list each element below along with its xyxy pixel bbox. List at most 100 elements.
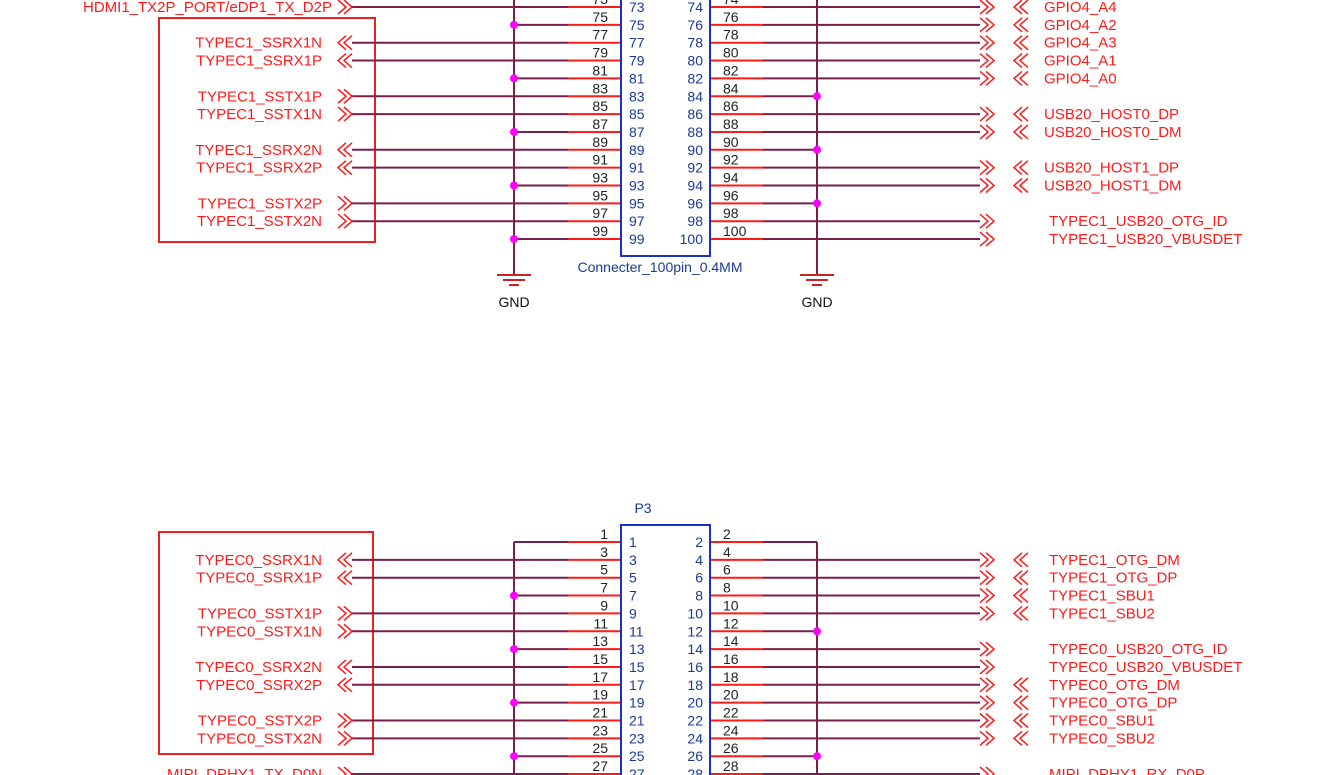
pin-number: 100 bbox=[723, 223, 747, 239]
net-label: GPIO4_A4 bbox=[1044, 0, 1117, 16]
port-arrow-icon bbox=[979, 712, 996, 729]
port-arrow-icon bbox=[1012, 695, 1029, 711]
port-arrow-icon bbox=[979, 695, 996, 711]
pin-number-inner: 21 bbox=[629, 713, 645, 729]
port-arrow-icon bbox=[337, 88, 354, 104]
pin-number-inner: 90 bbox=[687, 142, 703, 158]
net-label: TYPEC1_OTG_DM bbox=[1049, 552, 1180, 569]
junction-dot bbox=[813, 752, 821, 761]
pin-number: 78 bbox=[723, 27, 739, 43]
pin-number-inner: 91 bbox=[629, 160, 645, 176]
port-arrow-icon bbox=[337, 106, 354, 122]
pin-number: 14 bbox=[723, 633, 739, 649]
pin-number-inner: 22 bbox=[687, 713, 703, 729]
pin-number: 26 bbox=[723, 740, 739, 756]
pin-number-inner: 77 bbox=[629, 35, 645, 51]
pin-number-inner: 20 bbox=[687, 695, 703, 711]
top-connector-body bbox=[620, 0, 711, 257]
port-arrow-icon bbox=[337, 195, 354, 211]
net-label: TYPEC1_SSRX1N bbox=[195, 35, 322, 52]
net-label: TYPEC0_SBU2 bbox=[1049, 730, 1155, 747]
net-label: TYPEC0_USB20_VBUSDET bbox=[1049, 659, 1242, 676]
gnd-label: GND bbox=[498, 294, 529, 310]
pin-number: 11 bbox=[593, 615, 608, 631]
net-label: TYPEC1_SSTX2P bbox=[198, 195, 322, 212]
port-arrow-icon bbox=[1012, 177, 1029, 194]
junction-dot bbox=[510, 591, 518, 600]
net-label: TYPEC1_SSRX1P bbox=[196, 53, 322, 70]
top-diff-pair-group-box bbox=[158, 17, 376, 243]
diff-pair-groups bbox=[158, 17, 376, 755]
net-label: TYPEC0_OTG_DM bbox=[1049, 677, 1180, 694]
port-arrow-icon bbox=[979, 35, 996, 51]
port-arrow-icon bbox=[336, 160, 353, 176]
pin-number-inner: 23 bbox=[629, 730, 645, 746]
pin-number-inner: 82 bbox=[687, 70, 703, 86]
pin-number-inner: 78 bbox=[687, 35, 703, 51]
net-label: TYPEC1_SBU2 bbox=[1049, 605, 1155, 622]
pin-number: 82 bbox=[723, 62, 739, 78]
net-label: USB20_HOST1_DP bbox=[1044, 160, 1179, 177]
pin-number-inner: 3 bbox=[629, 552, 637, 568]
port-arrow-icon bbox=[336, 659, 353, 675]
net-label: GPIO4_A1 bbox=[1044, 53, 1117, 70]
pin-number-inner: 98 bbox=[687, 213, 703, 229]
port-arrow-icon bbox=[337, 730, 354, 746]
net-label: MIPI_DPHY1_RX_D0P bbox=[1049, 766, 1205, 775]
net-label: TYPEC0_SSRX1N bbox=[195, 552, 322, 569]
pin-number-inner: 89 bbox=[629, 142, 645, 158]
net-label: TYPEC0_SSRX1P bbox=[196, 570, 322, 587]
pin-number-inner: 19 bbox=[629, 695, 645, 711]
pin-number: 21 bbox=[592, 705, 608, 721]
net-label: GPIO4_A2 bbox=[1044, 17, 1117, 34]
pin-number: 27 bbox=[592, 758, 608, 774]
pin-number: 9 bbox=[600, 597, 608, 613]
pin-number-inner: 84 bbox=[687, 88, 703, 104]
port-arrow-icon bbox=[336, 142, 353, 158]
pin-number: 79 bbox=[592, 45, 608, 61]
port-arrow-icon bbox=[337, 712, 354, 729]
junctions bbox=[510, 20, 821, 761]
port-arrow-icon bbox=[336, 52, 353, 69]
pin-number: 91 bbox=[592, 152, 608, 168]
pin-number: 80 bbox=[723, 45, 739, 61]
net-label: TYPEC0_SSTX1P bbox=[198, 605, 322, 622]
pin-number-inner: 85 bbox=[629, 106, 645, 122]
pin-number-inner: 76 bbox=[687, 17, 703, 33]
port-arrow-icon bbox=[337, 0, 354, 15]
pin-number-inner: 99 bbox=[629, 231, 645, 247]
net-label: TYPEC1_OTG_DP bbox=[1049, 570, 1177, 587]
pin-number-inner: 10 bbox=[687, 605, 703, 621]
net-label: TYPEC1_SSRX2N bbox=[195, 142, 322, 159]
pin-number: 90 bbox=[723, 134, 739, 150]
port-arrow-icon bbox=[979, 17, 996, 33]
port-arrow-icon bbox=[979, 570, 996, 586]
pin-number: 1 bbox=[600, 526, 608, 542]
net-label: TYPEC0_SBU1 bbox=[1049, 713, 1155, 730]
pin-number-inner: 86 bbox=[687, 106, 703, 122]
pin-number-inner: 25 bbox=[629, 748, 645, 764]
port-arrow-icon bbox=[979, 70, 996, 86]
pin-number: 89 bbox=[592, 134, 608, 150]
pin-number: 18 bbox=[723, 669, 739, 685]
net-label: GPIO4_A3 bbox=[1044, 35, 1117, 52]
port-arrow-icon bbox=[979, 766, 996, 775]
pin-number: 23 bbox=[592, 722, 608, 738]
pin-number: 7 bbox=[600, 580, 608, 596]
port-arrow-icon bbox=[1012, 106, 1029, 122]
pin-number-inner: 15 bbox=[629, 659, 645, 675]
port-arrow-icon bbox=[979, 552, 996, 568]
net-label: TYPEC0_USB20_OTG_ID bbox=[1049, 641, 1228, 658]
pin-number: 98 bbox=[723, 205, 739, 221]
net-label: TYPEC1_SBU1 bbox=[1049, 588, 1155, 605]
pin-number-inner: 17 bbox=[629, 677, 645, 693]
pin-number: 94 bbox=[723, 170, 739, 186]
net-label: MIPI_DPHY1_TX_D0N bbox=[167, 766, 322, 775]
net-label: TYPEC1_USB20_OTG_ID bbox=[1049, 213, 1228, 230]
net-label: TYPEC0_SSTX2P bbox=[198, 713, 322, 730]
net-label: USB20_HOST0_DP bbox=[1044, 106, 1179, 123]
pin-number: 93 bbox=[592, 170, 608, 186]
port-arrow-icon bbox=[336, 677, 353, 693]
pin-number: 95 bbox=[592, 187, 608, 203]
